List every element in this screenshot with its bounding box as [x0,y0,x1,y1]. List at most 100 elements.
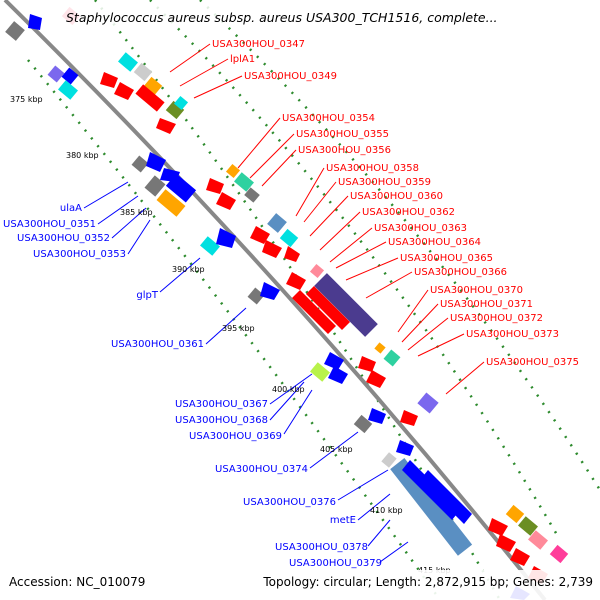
leader-line [309,195,349,237]
gene-block-gray [247,287,265,305]
leader-line [401,303,439,343]
leader-line [269,381,305,421]
tick-label-390: 390 kbp [172,265,205,274]
gene-label: USA300HOU_0378 [275,542,368,553]
gene-block-teal [234,172,254,192]
genome-backbone [3,0,547,600]
accession-text: Accession: NC_010079 [9,575,145,589]
gene-label: USA300HOU_0376 [243,497,336,508]
gene-label: USA300HOU_0370 [430,285,523,296]
gene-label: USA300HOU_0353 [33,249,126,260]
map-title: Staphylococcus aureus subsp. aureus USA3… [66,10,498,25]
gene-label: glpT [136,290,158,301]
leader-line [445,361,485,395]
leader-line [193,75,243,99]
gene-label: USA300HOU_0359 [338,177,431,188]
tick-label-410: 410 kbp [370,506,403,515]
gene-block-lime [310,362,330,382]
gene-arrow-red [400,410,418,426]
gene-arrow-blue [396,440,414,456]
footer-backdrop [0,570,600,600]
gene-arrow-red [262,240,282,258]
gene-block-dark-purple [314,273,378,337]
gene-block-teal [383,349,401,367]
leader-line [329,227,373,263]
gene-arrow-blue [216,228,236,248]
gene-label: USA300HOU_0367 [175,399,268,410]
gene-label: USA300HOU_0374 [215,464,308,475]
gene-arrow-red [358,356,376,372]
gene-block-lightgray [133,62,153,82]
gene-arrow-red [114,82,134,100]
tick-label-405: 405 kbp [320,445,353,454]
inner-leaders [83,181,409,563]
leader-line [83,181,129,209]
gene-arrow-blue [28,14,42,30]
gene-label: USA300HOU_0371 [440,299,533,310]
gene-block-cyan [200,236,220,256]
gene-block-purple [417,392,439,414]
leader-line [205,307,247,345]
gene-label: USA300HOU_0358 [326,163,419,174]
gene-block-red [135,84,165,112]
gene-block-olive [165,100,185,120]
leader-line [379,541,409,563]
gene-block-olive [518,516,538,536]
gene-arrow-blue [328,366,348,384]
gene-block-orange [374,342,386,354]
gene-label: USA300HOU_0369 [189,431,282,442]
leader-line [357,493,391,521]
leader-line [237,117,281,169]
gene-arrow-blue [420,470,472,524]
leader-line [303,181,337,223]
gene-label: USA300HOU_0361 [111,339,204,350]
leader-line [345,257,399,281]
gene-arrow-blue [146,152,166,172]
summary-text: Topology: circular; Length: 2,872,915 bp… [262,575,593,589]
leader-line [407,317,449,351]
leader-line [159,257,201,293]
gene-arrow-red [286,272,306,290]
gene-block-cyan [173,95,189,111]
gene-block-cyan [118,52,138,72]
gene-arrow-red [206,178,224,194]
leader-line [295,167,325,217]
gene-arrow-red [284,246,300,262]
gene-label: USA300HOU_0373 [466,329,559,340]
tick-label-400: 400 kbp [272,385,305,394]
gene-label: USA300HOU_0379 [289,558,382,569]
tick-label-380: 380 kbp [66,151,99,160]
gene-block-steelblue [267,213,287,233]
gene-label: USA300HOU_0363 [374,223,467,234]
gene-arrow-red [100,72,118,88]
gene-arrow-blue [324,352,344,370]
leader-line [127,219,151,255]
leader-line [249,133,295,179]
gene-arrow-red [510,548,530,566]
gene-arrow-blue [260,282,280,300]
gene-label: USA300HOU_0347 [212,39,305,50]
leader-line [283,389,313,435]
leader-line [111,207,147,239]
leader-line [319,211,361,251]
gene-arrow-red [292,290,336,334]
gene-label: USA300HOU_0349 [244,71,337,82]
leader-line [309,431,359,469]
gene-label: USA300HOU_0356 [298,145,391,156]
gene-arrow-red [216,192,236,210]
leader-line [417,333,465,357]
gene-label: USA300HOU_0352 [17,233,110,244]
outer-gene-blocks [61,6,569,600]
gene-block-purple [47,65,65,83]
leader-line [397,289,429,333]
gene-block-steelblue [390,457,473,556]
title-backdrop [58,6,538,26]
leader-line [337,469,389,501]
gene-block-gray [131,155,149,173]
gene-label: metE [330,515,356,526]
gene-label: USA300HOU_0368 [175,415,268,426]
gene-block-blue [165,173,197,203]
leader-line [261,149,297,187]
